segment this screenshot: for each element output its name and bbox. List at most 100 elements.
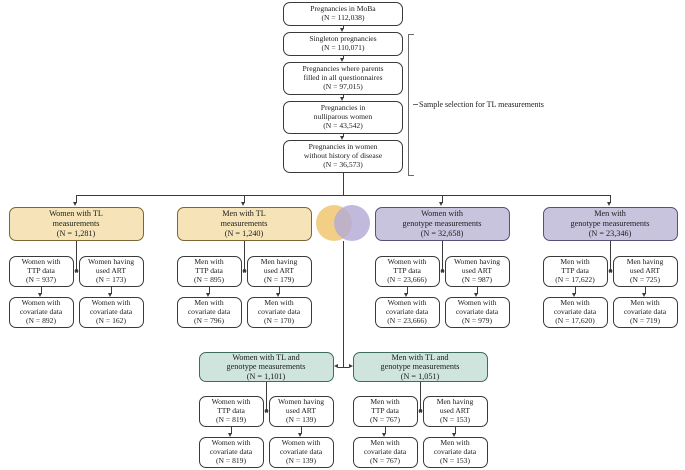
men-genotype-art-cov-stem — [645, 287, 646, 294]
sample-selection-annotation: Sample selection for TL measurements — [419, 100, 544, 109]
men-tl-art-cov-line-1: covariate data — [257, 307, 301, 317]
men-both-header-line-1: genotype measurements — [380, 362, 460, 372]
men-genotype-art-line-2: (N = 725) — [629, 274, 660, 284]
men-genotype-art-cov-arrow — [642, 293, 647, 297]
women-both-ttp-cov-line-0: Women with — [211, 438, 251, 448]
women-tl-art-line-2: (N = 173) — [95, 274, 126, 284]
pipeline-box-1-line-0: Singleton pregnancies — [309, 34, 377, 44]
pipeline-box-1: Singleton pregnancies(N = 110,071) — [283, 32, 403, 56]
women-both-ttp-line-1: TTP data — [217, 406, 245, 416]
men-both-ttp-cov-arrow — [382, 433, 387, 437]
women-both-header-line-0: Women with TL and — [232, 352, 300, 362]
pipeline-connector-3 — [343, 134, 344, 137]
men-tl-header-line-2: (N = 1,240) — [224, 228, 264, 238]
men-genotype-art-cov-line-2: (N = 719) — [629, 315, 660, 325]
women-both-art-line-2: (N = 139) — [285, 414, 316, 424]
pipeline-box-4-line-0: Pregnancies in women — [308, 142, 378, 152]
men-both-art-cov-stem — [455, 427, 456, 434]
women-tl-art-line-1: used ART — [95, 266, 127, 276]
pipeline-box-0-line-1: (N = 112,038) — [321, 13, 365, 22]
men-both-art-line-0: Men having — [436, 397, 474, 407]
women-both-art-cov-line-2: (N = 139) — [285, 455, 316, 465]
men-genotype-ttp-cov-arrow — [572, 293, 577, 297]
women-both-art-cov-line-1: covariate data — [279, 447, 323, 457]
men-genotype-ttp-line-2: (N = 17,622) — [555, 274, 595, 284]
pipeline-box-2-line-1: filled in all questionnaires — [303, 73, 383, 83]
women-tl-ttp-cov-line-0: Women with — [21, 298, 61, 308]
men-both-art-cov-line-2: (N = 153) — [439, 455, 470, 465]
women-tl-ttp-cov-line-2: (N = 892) — [25, 315, 56, 325]
men-both-ttp-line-1: TTP data — [371, 406, 399, 416]
men-genotype-art-cov-line-0: Men with — [630, 298, 660, 308]
women-both-header-stem — [266, 382, 267, 384]
men-tl-ttp-line-1: TTP data — [195, 266, 223, 276]
men-tl-header-stem — [244, 241, 245, 244]
women-genotype-art-cov-line-1: covariate data — [455, 307, 499, 317]
men-tl-art-cov-arrow — [276, 293, 281, 297]
men-tl-art-cov-line-0: Men with — [264, 298, 294, 308]
men-both-ttp-line-0: Men with — [370, 397, 400, 407]
men-both-art-line-1: used ART — [439, 406, 471, 416]
women-tl-header-line-2: (N = 1,281) — [56, 228, 96, 238]
pipeline-box-0-line-0: Pregnancies in MoBa — [310, 4, 376, 14]
women-both-header-line-1: genotype measurements — [226, 362, 306, 372]
women-genotype-split-stem — [442, 244, 443, 272]
men-genotype-header-line-0: Men with — [594, 209, 626, 219]
women-both-header-line-2: (N = 1,101) — [246, 371, 286, 381]
women-genotype-art-cov-arrow — [474, 293, 479, 297]
pipeline-arrow-2 — [340, 97, 345, 101]
women-both-art-cov-stem — [301, 427, 302, 434]
women-genotype-ttp-line-1: TTP data — [393, 266, 421, 276]
men-both-ttp-cov-line-0: Men with — [370, 438, 400, 448]
men-both-art-cov-arrow — [452, 433, 457, 437]
pipeline-arrow-3 — [340, 136, 345, 140]
pipeline-box-1-line-1: (N = 110,071) — [321, 43, 365, 52]
women-tl-header-stem — [76, 241, 77, 244]
men-both-header-line-0: Men with TL and — [391, 352, 449, 362]
pipeline-connector-2 — [343, 95, 344, 98]
women-genotype-header-line-0: Women with — [421, 209, 463, 219]
men-genotype-art-cov-line-1: covariate data — [623, 307, 667, 317]
pipeline-connector-1 — [343, 56, 344, 59]
pipeline-to-bar — [343, 173, 344, 195]
pipeline-arrow-0 — [340, 28, 345, 32]
women-tl-art-line-0: Women having — [88, 257, 134, 267]
men-both-art-cov-line-0: Men with — [440, 438, 470, 448]
men-tl-art-cov-line-2: (N = 170) — [263, 315, 294, 325]
branch-stem-1 — [244, 195, 245, 203]
branch-arrow-1 — [241, 202, 246, 206]
men-tl-ttp-cov-arrow — [206, 293, 211, 297]
women-genotype-ttp-cov-line-0: Women with — [387, 298, 427, 308]
men-tl-ttp-line-2: (N = 895) — [193, 274, 224, 284]
women-genotype-header-stem — [442, 241, 443, 244]
women-genotype-ttp-cov-stem — [407, 287, 408, 294]
men-genotype-ttp-cov-stem — [575, 287, 576, 294]
men-genotype-ttp-line-1: TTP data — [561, 266, 589, 276]
women-both-split-stem — [266, 384, 267, 412]
pipeline-box-2-line-2: (N = 97,015) — [323, 81, 363, 91]
women-genotype-ttp-line-2: (N = 23,666) — [387, 274, 427, 284]
venn-to-both-stem — [343, 241, 344, 367]
women-genotype-ttp-cov-arrow — [404, 293, 409, 297]
women-tl-art-cov-line-0: Women with — [91, 298, 131, 308]
men-both-header-stem — [420, 382, 421, 384]
women-tl-art-cov-line-1: covariate data — [89, 307, 133, 317]
men-genotype-ttp-cov-line-0: Men with — [560, 298, 590, 308]
men-both-ttp-cov-line-1: covariate data — [363, 447, 407, 457]
men-tl-art-cov-stem — [279, 287, 280, 294]
men-tl-art-line-1: used ART — [263, 266, 295, 276]
